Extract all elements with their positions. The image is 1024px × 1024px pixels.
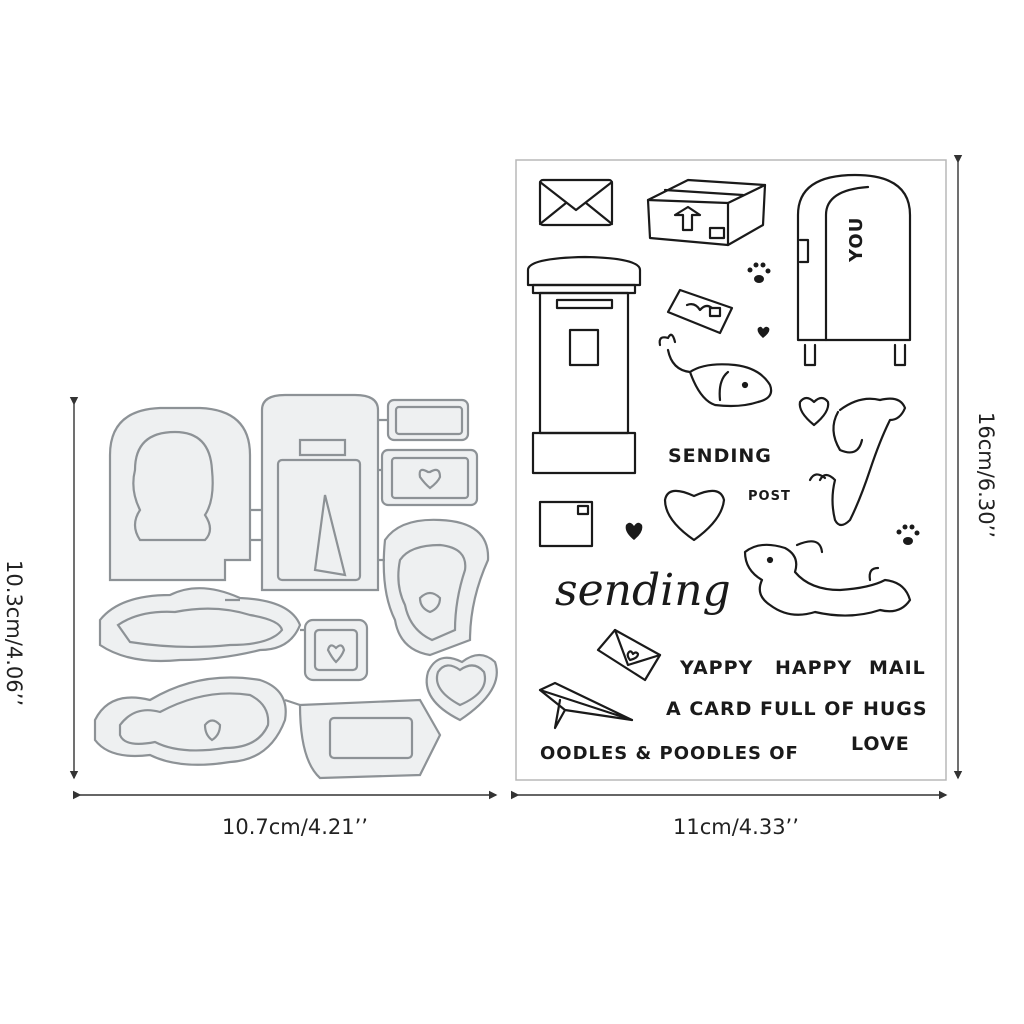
die-postbox	[260, 393, 380, 592]
stamp-pillar-postbox	[526, 255, 642, 475]
die-mailbox	[108, 406, 252, 582]
stamp-heart-large	[663, 489, 726, 542]
die-tag	[298, 698, 442, 780]
stamp-text-card-full-of-hugs: A CARD FULL OF HUGS	[666, 698, 928, 720]
stamp-parcel-box	[646, 178, 767, 247]
stamp-paper-plane	[538, 681, 634, 730]
metal-die-set	[93, 393, 498, 780]
stamp-heart-small-2	[625, 522, 643, 540]
die-word-sending	[98, 587, 302, 663]
stamp-text-sending-caps: SENDING	[668, 445, 772, 467]
stamp-postcard	[666, 288, 734, 335]
stamp-paw-2	[896, 524, 920, 545]
stamp-text-oodles: OODLES & POODLES OF	[540, 743, 799, 764]
stamp-small-card	[538, 500, 594, 548]
stamp-dog-playbow	[658, 333, 773, 408]
die-envelope-heart	[380, 448, 479, 507]
stamp-heart-outline	[798, 396, 830, 427]
stamp-text-yappy: YAPPY	[680, 657, 754, 679]
clear-stamp-sheet	[515, 159, 947, 781]
stamp-mailbox	[796, 173, 912, 367]
stamp-envelope	[538, 178, 614, 227]
stamp-text-sending-script: sending	[555, 565, 731, 616]
stamp-heart-small-1	[757, 326, 770, 338]
die-heart-large	[425, 653, 498, 722]
stamp-width-label: 11cm/4.33’’	[673, 815, 799, 839]
stamp-text-post: POST	[748, 489, 791, 504]
stamp-text-love: LOVE	[851, 733, 910, 755]
stamp-text-mail: MAIL	[869, 657, 926, 679]
die-heart-frame	[303, 618, 369, 682]
stamp-height-label: 16cm/6.30’’	[974, 412, 998, 538]
stamp-paw-1	[747, 262, 771, 283]
stamp-text-happy: HAPPY	[775, 657, 853, 679]
die-width-label: 10.7cm/4.21’’	[222, 815, 368, 839]
stamp-text-you: YOU	[846, 216, 867, 262]
stamp-dog-running	[743, 540, 912, 617]
stamp-envelope-heart	[596, 628, 662, 682]
stamp-dog-jumping	[808, 397, 907, 527]
die-height-label: 10.3cm/4.06’’	[2, 560, 26, 706]
dimension-lines	[69, 155, 963, 800]
